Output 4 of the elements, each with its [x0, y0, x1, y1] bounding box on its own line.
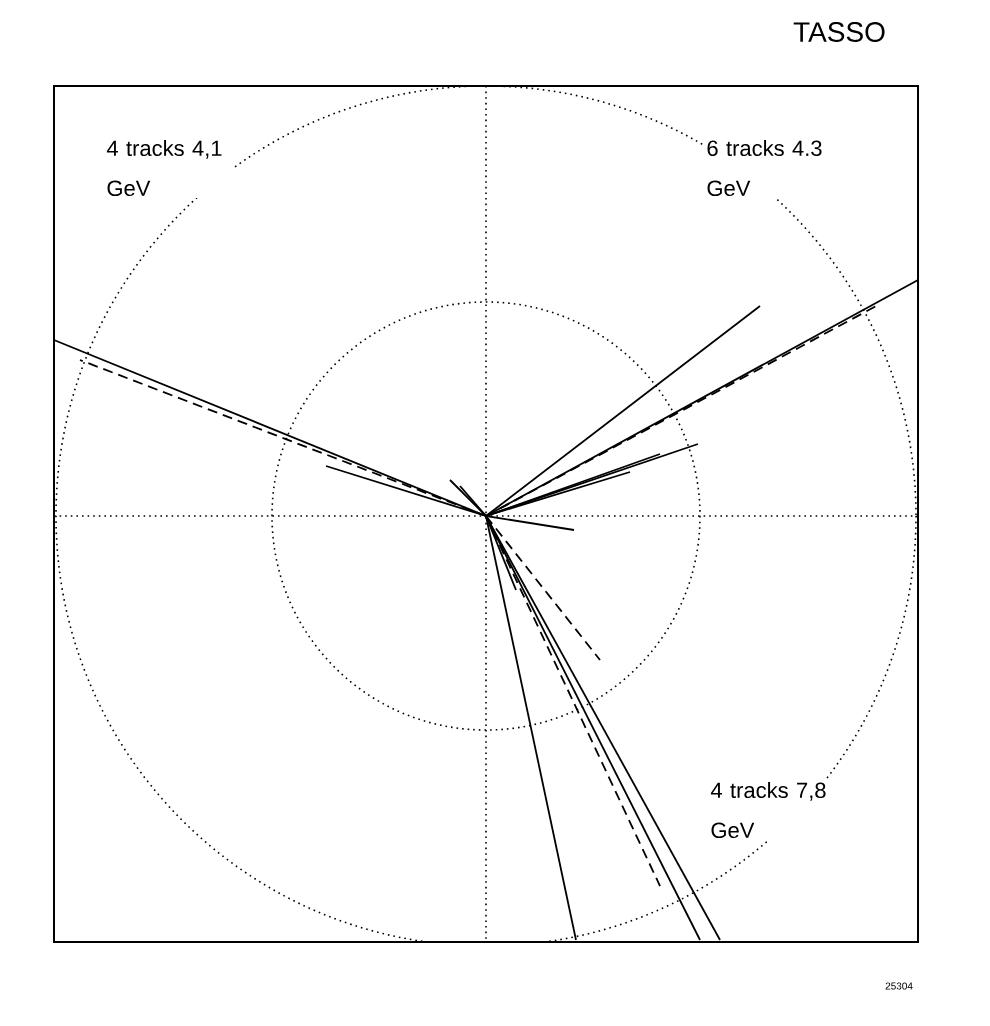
title: TASSO [793, 22, 885, 42]
track-label: 4 tracks 4,1 GeV [104, 137, 233, 199]
track-label: 4 tracks 7,8 GeV [708, 779, 837, 841]
track-label: 6 tracks 4.3 GeV [704, 137, 833, 199]
